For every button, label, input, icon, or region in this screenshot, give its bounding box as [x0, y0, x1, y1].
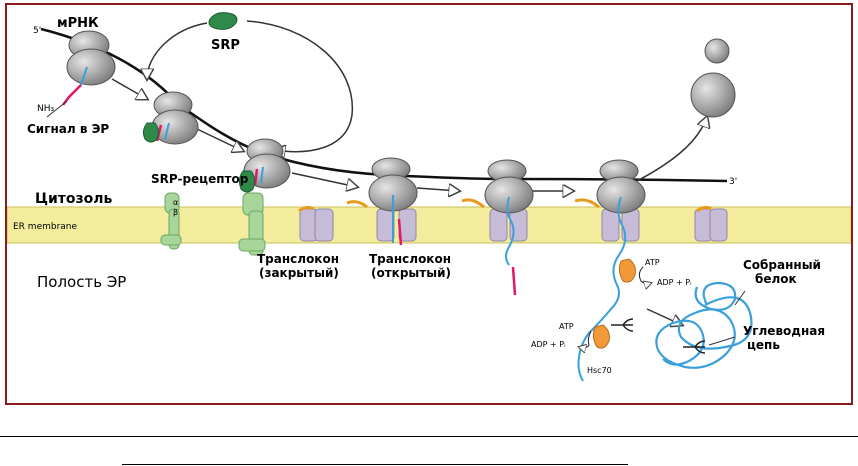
srp-receptor-1 [160, 192, 182, 250]
translocon-open-label-1: Транслокон [369, 252, 451, 266]
step-arrow-1 [111, 78, 147, 99]
translocon-2 [376, 208, 417, 242]
translocon-5 [694, 208, 728, 242]
translocon-open-label-2: (открытый) [371, 266, 451, 280]
carbohydrate-chain-glyph-1 [611, 318, 634, 332]
figure-frame: ER membrane [5, 3, 853, 405]
mrna-label: мРНК [57, 16, 99, 31]
orange-tail-3 [461, 198, 485, 209]
srp-release-arrow [147, 22, 208, 79]
ribosome-5 [484, 159, 534, 296]
three-prime-label: 3' [729, 177, 737, 187]
step-arrow-2 [196, 128, 243, 151]
folded-protein [655, 281, 753, 369]
adp-label-1: ADP + Pᵢ [657, 278, 692, 287]
divider-long [0, 436, 858, 437]
five-prime-label: 5' [33, 26, 41, 36]
ribosome-3 [238, 138, 291, 193]
srp-cycle-arrow [246, 20, 353, 152]
orange-tail-1 [298, 205, 314, 213]
step-arrow-3 [291, 172, 357, 187]
assembled-protein-label-1: Собранный [743, 258, 821, 272]
translocon-closed-label-1: Транслокон [257, 252, 339, 266]
carbohydrate-chain-glyph-2 [683, 340, 706, 354]
srp-receptor-label: SRP-рецептор [151, 172, 249, 186]
er-translocation-diagram: ER membrane [7, 12, 851, 382]
adp-label-2: ADP + Pᵢ [531, 340, 566, 349]
translocon-4 [601, 208, 640, 242]
orange-tail-2 [346, 200, 368, 209]
atp-arrow-2 [579, 330, 592, 348]
translocon-closed-label-2: (закрытый) [259, 266, 339, 280]
nh3-label: NH₃ [37, 104, 55, 114]
translocon-1 [299, 208, 334, 242]
signal-label: Сигнал в ЭР [27, 122, 109, 136]
hsc70-lower [592, 324, 610, 349]
srp-receptor-2 [238, 192, 266, 256]
divider-short [122, 464, 628, 465]
atp-label-1: ATP [645, 258, 660, 267]
ribosome-6 [596, 159, 646, 214]
step-arrow-4 [416, 188, 459, 191]
free-large-subunit [690, 72, 736, 118]
atp-arrow-1 [638, 266, 651, 284]
atp-label-2: ATP [559, 322, 574, 331]
srp-label: SRP [211, 38, 240, 53]
hsc70-upper [618, 258, 636, 283]
orange-tail-5 [696, 205, 712, 213]
receptor-beta-label: β [173, 208, 178, 217]
hsc70-label: Hsc70 [587, 366, 612, 375]
ribosome-4 [368, 157, 418, 246]
release-arrow [636, 117, 707, 182]
free-small-subunit [704, 38, 730, 64]
er-membrane-label: ER membrane [13, 222, 78, 232]
orange-tail-4 [574, 198, 600, 209]
nascent-polypeptide [577, 196, 627, 382]
ribosome-2 [142, 91, 199, 145]
assembled-protein-label-2: белок [755, 272, 797, 286]
mrna-strand [40, 27, 728, 183]
assembled-pointer [734, 290, 746, 306]
cytosol-label: Цитозоль [35, 191, 113, 207]
signal-pointer [46, 100, 68, 118]
ribosome-1 [62, 30, 116, 106]
carbohydrate-chain-label-1: Углеводная [743, 324, 825, 338]
lumen-label: Полость ЭР [37, 273, 126, 291]
receptor-alpha-label: α [173, 198, 178, 207]
carb-pointer [708, 336, 736, 346]
srp-particle [208, 12, 238, 30]
carbohydrate-chain-label-2: цепь [747, 338, 780, 352]
